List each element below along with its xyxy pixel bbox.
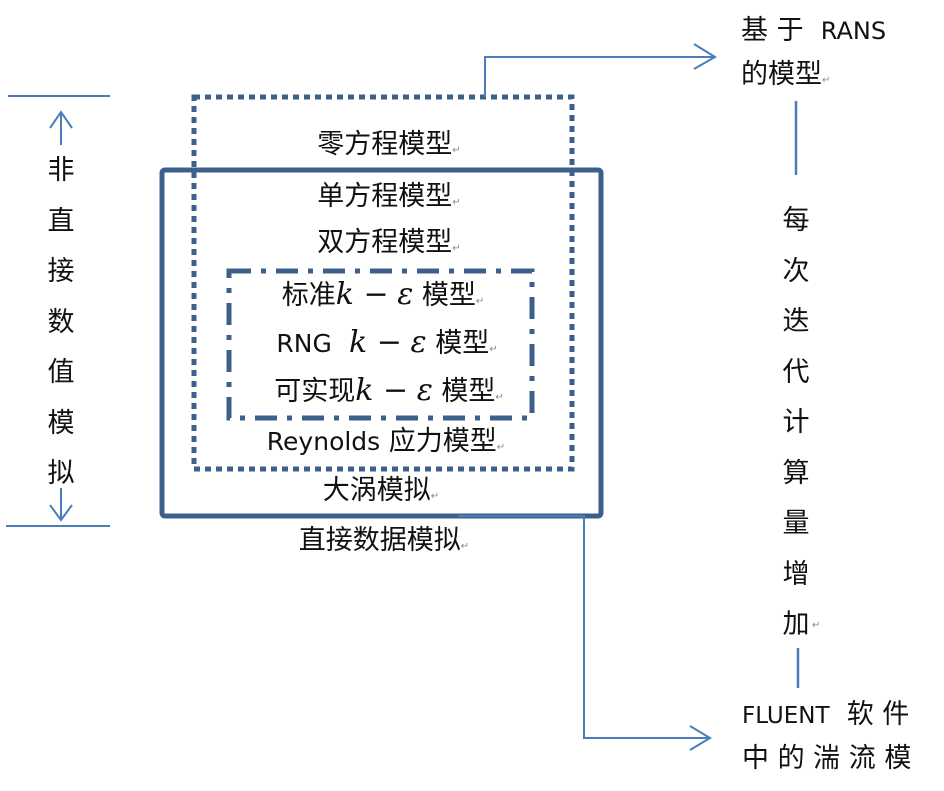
one-equation-label: 单方程模型↵ — [317, 181, 461, 212]
dns-label: 直接数据模拟↵ — [298, 525, 470, 556]
arrow-down-icon — [49, 488, 73, 522]
paragraph-mark: ↵ — [812, 620, 821, 631]
left-axis-char: 数 — [47, 306, 75, 338]
zero-equation-label: 零方程模型↵ — [317, 129, 461, 160]
two-equation-label: 双方程模型↵ — [317, 227, 461, 258]
rans-box — [191, 94, 575, 472]
left-axis-char: 接 — [47, 256, 75, 287]
left-axis-char: 直 — [47, 205, 75, 237]
connector-rans — [484, 43, 717, 97]
rans-based-label: 基 于 RANS 的模型↵ — [741, 15, 887, 90]
les-label: 大涡模拟↵ — [322, 475, 440, 506]
left-axis-char: 模 — [47, 407, 75, 439]
fluent-label: FLUENT 软 件 中 的 湍 流 模 — [742, 699, 912, 774]
k-epsilon-box — [226, 268, 535, 421]
left-axis-char: 非 — [47, 155, 75, 186]
computation-increase-label: 每 次 迭 代 计 算 量 增 加 — [782, 205, 810, 640]
les-box — [159, 167, 604, 519]
left-axis-label: 非 直 接 数 值 模 拟 — [41, 146, 81, 500]
standard-k-epsilon-label: 标准k − ε 模型↵ — [281, 277, 485, 312]
arrow-up-icon — [49, 110, 73, 145]
model-labels: 零方程模型↵ 单方程模型↵ 双方程模型↵ 标准k − ε 模型↵ RNG k −… — [194, 0, 584, 560]
left-axis-char: 值 — [47, 357, 75, 388]
rng-k-epsilon-label: RNG k − ε 模型↵ — [276, 325, 498, 360]
left-axis-char: 拟 — [47, 458, 75, 489]
realizable-k-epsilon-label: 可实现k − ε 模型↵ — [274, 373, 504, 408]
reynolds-stress-label: Reynolds 应力模型↵ — [266, 426, 506, 457]
connector-fluent — [458, 515, 712, 751]
